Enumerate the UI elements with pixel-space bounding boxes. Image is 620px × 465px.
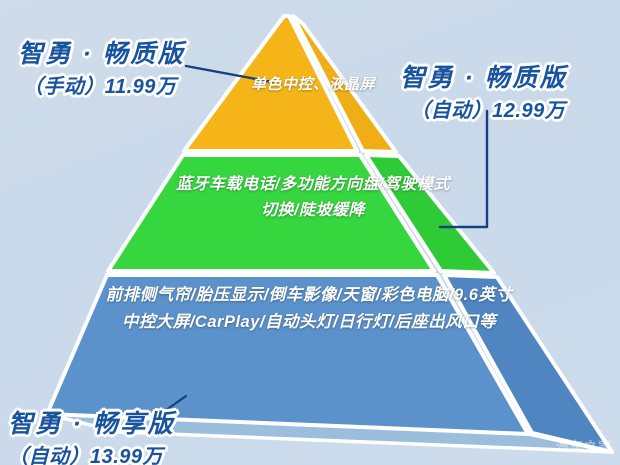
callout-trim-manual-title: 智勇 · 畅质版 xyxy=(16,39,186,70)
callout-trim-auto-base-title: 智勇 · 畅享版 xyxy=(6,409,176,440)
pyramid-tier-top-front xyxy=(182,14,359,153)
callout-trim-auto-mid-price: （自动）12.99万 xyxy=(409,99,567,124)
callout-trim-manual: 智勇 · 畅质版 （手动）11.99万 xyxy=(16,34,186,100)
pyramid-tier-base-side xyxy=(442,273,614,454)
pyramid-tier-base-front xyxy=(45,273,530,436)
connector-line-auto-mid xyxy=(438,109,489,229)
callout-trim-auto-base-price: （自动）13.99万 xyxy=(6,445,164,465)
connector-line-auto-base xyxy=(150,394,188,422)
callout-trim-manual-price: （手动）11.99万 xyxy=(21,75,177,100)
pyramid-tier-middle-side xyxy=(364,153,496,275)
callout-trim-auto-mid-title: 智勇 · 畅质版 xyxy=(398,63,568,94)
callout-trim-auto-base: 智勇 · 畅享版 （自动）13.99万 xyxy=(6,404,177,465)
pyramid-tier-middle-front xyxy=(106,153,436,273)
callout-trim-auto-mid: 智勇 · 畅质版 （自动）12.99万 xyxy=(398,58,568,124)
pyramid-tier-top-side xyxy=(291,14,398,154)
connector-line-manual xyxy=(184,64,274,84)
